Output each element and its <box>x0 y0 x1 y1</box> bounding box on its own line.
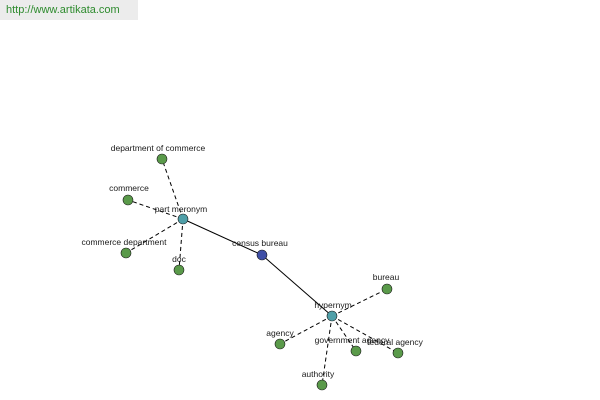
edge-hypernym-to-authority <box>321 315 333 386</box>
edge-census-bureau-to-hypernym <box>261 254 333 317</box>
node-government-agency[interactable] <box>350 345 362 357</box>
node-label-bureau[interactable]: bureau <box>373 272 400 282</box>
graph-edges <box>125 158 399 386</box>
node-doc[interactable] <box>173 264 185 276</box>
node-census-bureau[interactable] <box>256 249 268 261</box>
node-part-meronym[interactable] <box>177 213 189 225</box>
node-department-of-commerce[interactable] <box>156 153 168 165</box>
node-label-hypernym[interactable]: hypernym <box>314 300 351 310</box>
node-hypernym[interactable] <box>326 310 338 322</box>
node-label-agency[interactable]: agency <box>266 328 294 338</box>
graph-labels: census bureau part meronym hypernym departm… <box>81 143 423 379</box>
node-authority[interactable] <box>316 379 328 391</box>
edge-hypernym-to-agency <box>279 315 333 345</box>
source-url[interactable]: http://www.artikata.com <box>0 0 138 20</box>
edge-part-meronym-to-doc <box>178 218 184 271</box>
node-federal-agency[interactable] <box>392 347 404 359</box>
node-label-census-bureau[interactable]: census bureau <box>232 238 288 248</box>
edge-part-meronym-to-department-of-commerce <box>161 158 184 220</box>
node-label-department-of-commerce[interactable]: department of commerce <box>111 143 206 153</box>
node-label-part-meronym[interactable]: part meronym <box>155 204 207 214</box>
node-agency[interactable] <box>274 338 286 350</box>
node-label-federal-agency[interactable]: federal agency <box>367 337 424 347</box>
edge-hypernym-to-bureau <box>331 288 388 317</box>
edge-hypernym-to-government-agency <box>331 315 357 352</box>
edge-part-meronym-to-commerce <box>127 199 184 220</box>
node-commerce[interactable] <box>122 194 134 206</box>
node-label-government-agency[interactable]: government agency <box>315 335 390 345</box>
node-label-doc[interactable]: doc <box>172 254 186 264</box>
edge-part-meronym-to-commerce-department <box>125 218 184 254</box>
edge-census-bureau-to-part-meronym <box>182 218 263 256</box>
graph-nodes <box>120 153 404 391</box>
node-label-commerce[interactable]: commerce <box>109 183 149 193</box>
node-label-authority[interactable]: authority <box>302 369 335 379</box>
node-bureau[interactable] <box>381 283 393 295</box>
edge-hypernym-to-federal-agency <box>331 315 399 354</box>
node-commerce-department[interactable] <box>120 247 132 259</box>
node-label-commerce-department[interactable]: commerce department <box>81 237 167 247</box>
